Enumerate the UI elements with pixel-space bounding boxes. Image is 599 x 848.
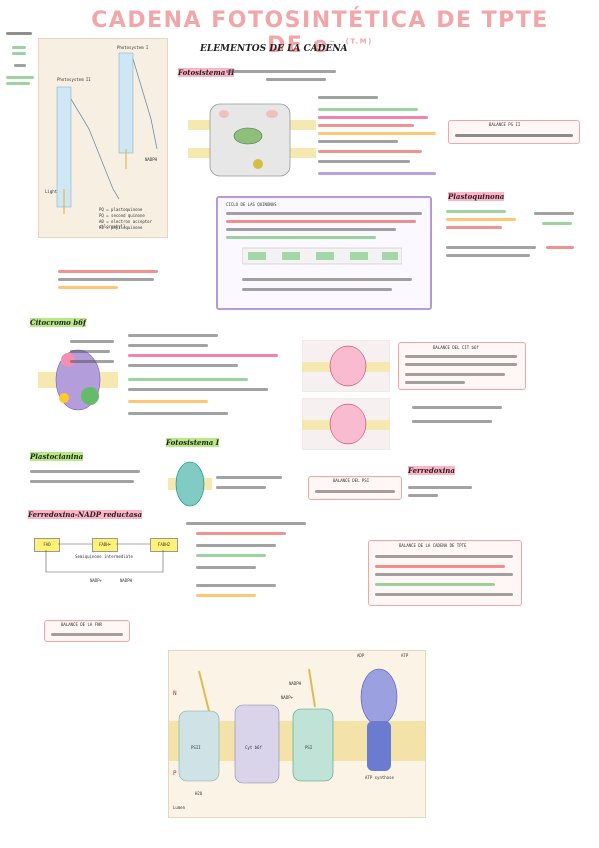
electron-chain-drawing [169, 668, 425, 784]
bottom-label-adp: ADP [357, 653, 365, 658]
cytb6f-notes [128, 330, 294, 426]
bottom-label-nadph: NADPH [289, 681, 302, 686]
bottom-label-lumen: Lumen [173, 805, 186, 810]
section-ferredoxina: Ferredoxina [408, 466, 455, 475]
psi-notes [216, 472, 286, 502]
balance-total-label: BALANCE DE LA CADENA DE TPTE [399, 543, 467, 548]
psii-diagram [188, 103, 316, 177]
balance-psi-label: BALANCE DEL PSI [333, 478, 370, 483]
bottom-label-atp-synthase: ATP synthase [365, 775, 394, 780]
fnr-fadh: FADH• [92, 538, 118, 552]
qcycle-strip [242, 247, 402, 265]
psii-notes [318, 94, 444, 184]
title-main: CADENA FOTOSINTÉTICA DE TPTE DE e [91, 8, 549, 58]
qcycle-label: CICLO DE LAS QUINONAS [226, 202, 277, 207]
section-plastoquinona: Plastoquinona [448, 192, 505, 201]
bottom-label-n: N [173, 690, 177, 697]
figure-legend-1: PQ = second quinone [99, 213, 145, 218]
bottom-label-h2o: H2O [195, 791, 203, 796]
cytb6f-mechanism-2 [302, 398, 390, 450]
figure-label-light: Light [45, 189, 58, 194]
fnr-diagram: FAD FADH• FADH2 Semiquinone intermediate… [30, 528, 180, 592]
bottom-label-psii: PSII [191, 745, 201, 750]
section-plastocianina: Plastocianina [30, 452, 84, 461]
title-superscript: − [329, 37, 337, 46]
fnr-fad: FAD [34, 538, 60, 552]
title-note: (T.M) [345, 37, 373, 46]
qcycle-box: CICLO DE LAS QUINONAS [216, 196, 432, 310]
plastoquinona-notes [446, 206, 576, 262]
plastocianina-notes [30, 466, 150, 490]
figure-label-ps2: Photosystem II [57, 77, 91, 82]
psii-top-notes [226, 68, 346, 88]
balance-psi-box: BALANCE DEL PSI [308, 476, 402, 500]
cytb6f-legend [70, 336, 118, 386]
balance-psii-box: BALANCE PS II [448, 120, 580, 144]
fnr-nadph: NADPH [120, 578, 133, 583]
figure-legend-2: A0 = electron acceptor chlorophyll [99, 219, 152, 229]
left-notes [4, 30, 36, 110]
figure-label-ps1: Photosystem I [117, 45, 149, 50]
fnr-notes [186, 518, 326, 606]
section-citocromo-b6f: Citocromo b6f [30, 318, 87, 327]
bottom-label-psi: PSI [305, 745, 313, 750]
fnr-nadp: NADP+ [90, 578, 103, 583]
fnr-arrows [45, 543, 164, 573]
bottom-label-atp: ATP [401, 653, 409, 658]
figure-legend-3: A1 = phylloquinone [99, 225, 143, 230]
figure-legend-0: PQ = plastoquinone [99, 207, 143, 212]
section-fotosistema-i: Fotosistema I [166, 438, 220, 447]
fnr-semiquinone: Semiquinone intermediate [75, 554, 133, 559]
note-under-figure [58, 268, 168, 298]
balance-citb6f-label: BALANCE DEL CIT b6f [433, 345, 479, 350]
balance-fnr-label: BALANCE DE LA FNR [61, 622, 102, 627]
electron-chain-figure: ADP ATP NADPH NADP+ PSII PSI Cyt b6f ATP… [168, 650, 426, 818]
fnr-fadh2: FADH2 [150, 538, 178, 552]
cytb6f-mechanism-1 [302, 340, 390, 392]
balance-citb6f-box: BALANCE DEL CIT b6f [398, 342, 526, 390]
page-title: CADENA FOTOSINTÉTICA DE TPTE DE e− (T.M) [90, 8, 550, 58]
elementos-heading: ELEMENTOS DE LA CADENA [200, 44, 348, 54]
section-fotosistema-ii: Fotosistema II [178, 68, 235, 77]
psi-diagram [168, 461, 212, 507]
balance-psii-label: BALANCE PS II [489, 122, 521, 127]
bottom-label-p: P [173, 770, 177, 777]
bottom-label-nadp: NADP+ [281, 695, 294, 700]
z-scheme-figure: Photosystem I Photosystem II NADPH Light… [38, 38, 168, 238]
cytb6f-diagram [38, 349, 118, 411]
z-scheme-arrows [56, 52, 158, 214]
figure-label-nadph: NADPH [145, 157, 158, 162]
balance-total-box: BALANCE DE LA CADENA DE TPTE [368, 540, 522, 606]
citb6f-bottom-notes [412, 402, 522, 432]
bottom-label-cytb6f: Cyt b6f [245, 745, 262, 750]
section-ferredoxina-nadp: Ferredoxina-NADP reductasa [28, 510, 143, 519]
ferredoxina-notes [408, 482, 488, 502]
balance-fnr-box: BALANCE DE LA FNR [44, 620, 130, 642]
